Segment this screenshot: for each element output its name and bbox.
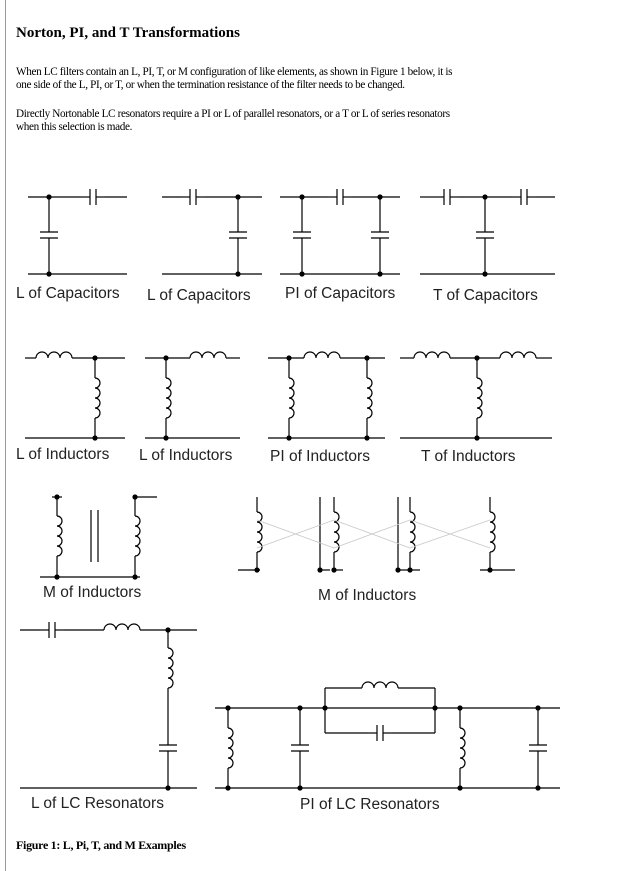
l-of-inductors-1-schematic [25,351,125,439]
intro-line-1: When LC filters contain an L, PI, T, or … [16,66,453,78]
pi-of-lc-resonators-schematic [215,681,560,789]
resonator-line-2: when this selection is made. [16,121,133,133]
pi-of-capacitors-schematic [280,188,400,275]
label-l-of-capacitors-2: L of Capacitors [147,287,251,304]
l-of-lc-resonators-schematic [20,621,197,789]
page-left-border [5,0,6,871]
label-pi-of-inductors: PI of Inductors [270,448,370,465]
figure-caption: Figure 1: L, Pi, T, and M Examples [16,838,186,852]
label-l-of-capacitors-1: L of Capacitors [16,285,120,302]
label-m-of-inductors-1: M of Inductors [43,584,142,601]
junction-dots [46,194,541,791]
t-of-inductors-schematic [400,351,552,439]
intro-line-2: one side of the L, PI, or T, or when the… [16,79,405,91]
resonator-line-1: Directly Nortonable LC resonators requir… [16,108,450,120]
t-of-capacitors-schematic [420,188,555,275]
resonator-paragraph: Directly Nortonable LC resonators requir… [16,108,634,134]
l-of-inductors-2-schematic [145,351,240,439]
m-of-inductors-1-schematic [40,496,157,578]
label-t-of-capacitors: T of Capacitors [433,287,538,304]
label-t-of-inductors: T of Inductors [421,448,516,465]
label-l-of-lc-resonators: L of LC Resonators [31,795,164,812]
m-of-inductors-2-schematic [238,497,515,571]
l-of-capacitors-1-schematic [28,188,127,275]
label-m-of-inductors-2: M of Inductors [318,587,417,604]
pi-of-inductors-schematic [268,351,385,439]
label-l-of-inductors-2: L of Inductors [139,447,233,464]
label-pi-of-capacitors: PI of Capacitors [285,285,396,302]
l-of-capacitors-2-schematic [162,188,262,275]
label-pi-of-lc-resonators: PI of LC Resonators [300,796,440,813]
section-title: Norton, PI, and T Transformations [16,25,240,41]
label-l-of-inductors-1: L of Inductors [16,446,110,463]
intro-paragraph: When LC filters contain an L, PI, T, or … [16,66,634,92]
